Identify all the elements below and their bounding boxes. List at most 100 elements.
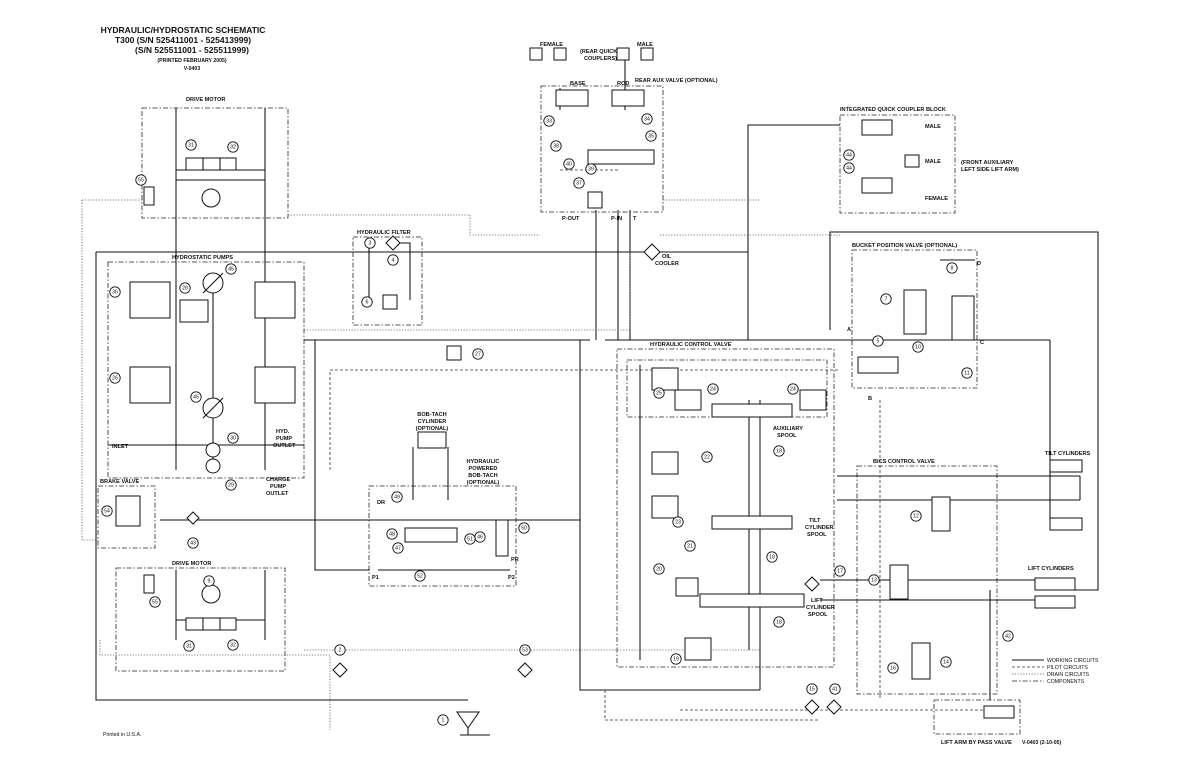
callout-circle-33 <box>543 115 555 127</box>
rear-aux-valve-label: REAR AUX VALVE (OPTIONAL) <box>635 78 718 84</box>
callout-number-55: 55 <box>138 177 144 183</box>
lift-arm-bypass-symbol <box>983 705 1015 719</box>
callout-circle-12 <box>910 510 922 522</box>
callout-circle-29 <box>225 479 237 491</box>
callout-number-24: 24 <box>790 386 796 392</box>
legend: WORKING CIRCUITS PILOT CIRCUITS DRAIN CI… <box>1012 658 1099 685</box>
drive-motor-top-label: DRIVE MOTOR <box>186 97 225 103</box>
coupler-valve-2 <box>861 177 893 194</box>
callout-circle-16 <box>887 662 899 674</box>
tilt-cylinder-1 <box>1049 459 1083 473</box>
callout-circle-55 <box>149 596 161 608</box>
hyd-bob-tach-label-1: HYDRAULIC <box>467 459 500 465</box>
callout-circle-15 <box>806 683 818 695</box>
drawing-code: V-0403 <box>184 66 201 72</box>
callout-circle-51 <box>464 533 476 545</box>
charge-pump-outlet-1: CHARGE <box>266 477 291 483</box>
check-valve-17 <box>804 576 820 592</box>
callout-number-22: 22 <box>704 454 710 460</box>
callout-circle-45 <box>190 391 202 403</box>
male-label-1: MALE <box>925 124 941 130</box>
accumulator-27 <box>446 345 462 361</box>
callout-circle-50 <box>518 522 530 534</box>
bob-tach-cyl-label-2: CYLINDER <box>418 419 447 425</box>
callout-number-41: 41 <box>832 686 838 692</box>
tilt-spool-label-2: CYLINDER <box>805 525 834 531</box>
callout-circle-8 <box>946 262 958 274</box>
callout-number-11: 11 <box>964 370 969 376</box>
callout-number-17: 17 <box>837 568 843 574</box>
callout-number-18: 18 <box>769 554 775 560</box>
relief-valve-ll <box>129 366 171 404</box>
callout-number-47: 47 <box>395 545 401 551</box>
aux-solenoid-right <box>799 389 827 411</box>
section-labels: DRIVE MOTOR HYDROSTATIC PUMPS HYDRAULIC … <box>100 49 1019 746</box>
rear-aux-rod-valve <box>611 89 645 107</box>
hyd-pump-outlet-2: PUMP <box>276 436 292 442</box>
bob-tach-cylinder-symbol <box>417 431 447 449</box>
callout-circle-32 <box>227 639 239 651</box>
title-line-2: T300 (S/N 525411001 - 525413999) <box>115 35 251 45</box>
callout-number-4: 4 <box>392 257 395 263</box>
callout-circle-11 <box>961 367 973 379</box>
rear-aux-valve-box <box>540 85 664 213</box>
callout-number-10: 10 <box>915 344 921 350</box>
bob-tach-valve-50 <box>495 519 509 557</box>
brake-valve-symbol <box>115 495 141 527</box>
lift-spool-label-1: LIFT <box>811 598 823 604</box>
callout-number-14: 14 <box>943 659 949 665</box>
callout-circle-44 <box>843 149 855 161</box>
printed-in-label: Printed in U.S.A. <box>103 732 141 738</box>
callout-circle-19 <box>670 653 682 665</box>
bob-tach-spool <box>404 527 458 543</box>
callout-number-1: 1 <box>442 717 445 723</box>
filter-switch <box>382 294 398 310</box>
callout-circle-24 <box>707 383 719 395</box>
lift-cylinder-1 <box>1034 577 1076 591</box>
drive-motor-bottom-label: DRIVE MOTOR <box>172 561 211 567</box>
rear-aux-base-valve <box>555 89 589 107</box>
lift-spool-label-2: CYLINDER <box>806 605 835 611</box>
callout-circle-10 <box>912 341 924 353</box>
callout-number-18: 18 <box>776 448 782 454</box>
base-label: BASE <box>570 81 586 87</box>
hyd-pump-outlet-3: OUTLET <box>273 443 296 449</box>
hydraulic-control-valve-label: HYDRAULIC CONTROL VALVE <box>650 342 732 348</box>
working-circuit-lines <box>95 50 1099 736</box>
callout-number-54: 54 <box>104 508 110 514</box>
tilt-spool-label-1: TILT <box>809 518 821 524</box>
oil-cooler-label-1: OIL <box>662 254 672 260</box>
brake-valve-label: BRAKE VALVE <box>100 479 140 485</box>
p-out-label: P-OUT <box>562 216 580 222</box>
relief-23 <box>651 495 679 519</box>
callout-number-8: 8 <box>951 265 954 271</box>
legend-label-working: WORKING CIRCUITS <box>1047 658 1099 664</box>
drive-motor-top-brake <box>143 186 155 206</box>
callout-circle-27 <box>472 348 484 360</box>
callout-circle-32 <box>227 141 239 153</box>
drive-motor-top-box <box>141 107 289 219</box>
aux-solenoid-left <box>674 389 702 411</box>
callout-number-34: 34 <box>644 116 650 122</box>
callout-number-32: 32 <box>230 144 236 150</box>
bucket-check-valve <box>857 356 899 374</box>
front-aux-label-1: (FRONT AUXILIARY <box>961 160 1014 166</box>
callout-number-30: 30 <box>230 435 236 441</box>
hydrostatic-pumps-label: HYDROSTATIC PUMPS <box>172 255 233 261</box>
lift-cylinder-2 <box>1034 595 1076 609</box>
callout-circle-14 <box>940 656 952 668</box>
callout-number-5: 5 <box>877 338 880 344</box>
pr-label: PR <box>511 557 519 563</box>
callout-number-26: 26 <box>112 375 118 381</box>
callout-circle-30 <box>227 432 239 444</box>
lift-arm-bypass-label: LIFT ARM BY PASS VALVE <box>941 740 1012 746</box>
hydraulic-filter-box <box>352 236 423 326</box>
female-label-2: FEMALE <box>925 196 948 202</box>
callout-circle-13 <box>868 574 880 586</box>
callout-circle-4 <box>387 254 399 266</box>
callout-circle-39 <box>585 163 597 175</box>
charge-pump-outlet-2: PUMP <box>270 484 286 490</box>
callout-number-42: 42 <box>1005 633 1011 639</box>
callout-number-7: 7 <box>885 296 888 302</box>
